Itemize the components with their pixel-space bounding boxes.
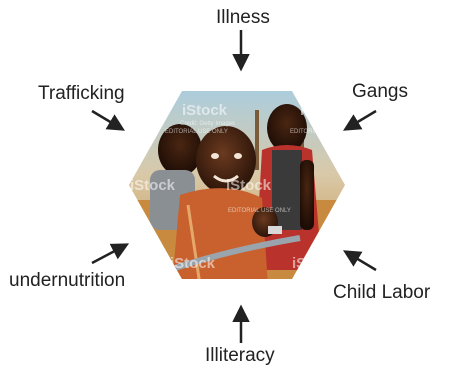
arrow-lower-right: [342, 250, 377, 272]
watermark-text-3: iStock: [130, 177, 176, 194]
label-child-labor: Child Labor: [333, 282, 431, 303]
label-trafficking: Trafficking: [38, 83, 125, 104]
label-gangs: Gangs: [352, 81, 408, 102]
arrow-lower-left: [91, 243, 130, 265]
label-illness: Illness: [216, 7, 270, 28]
label-illiteracy: Illiteracy: [205, 345, 275, 366]
watermark-text-1: iStock: [182, 102, 228, 119]
arrow-upper-right: [342, 109, 377, 131]
watermark-credit: Credit: Getty Images: [180, 121, 235, 127]
arrow-upper-left: [91, 109, 126, 131]
watermark-note-1: EDITORIAL USE ONLY: [165, 129, 228, 135]
label-undernutrition: undernutrition: [9, 270, 126, 291]
watermark-text-4: iStock: [170, 255, 216, 272]
watermark-text-2: iStock: [226, 177, 272, 194]
watermark-note-2: EDITORIAL USE ONLY: [228, 208, 291, 214]
